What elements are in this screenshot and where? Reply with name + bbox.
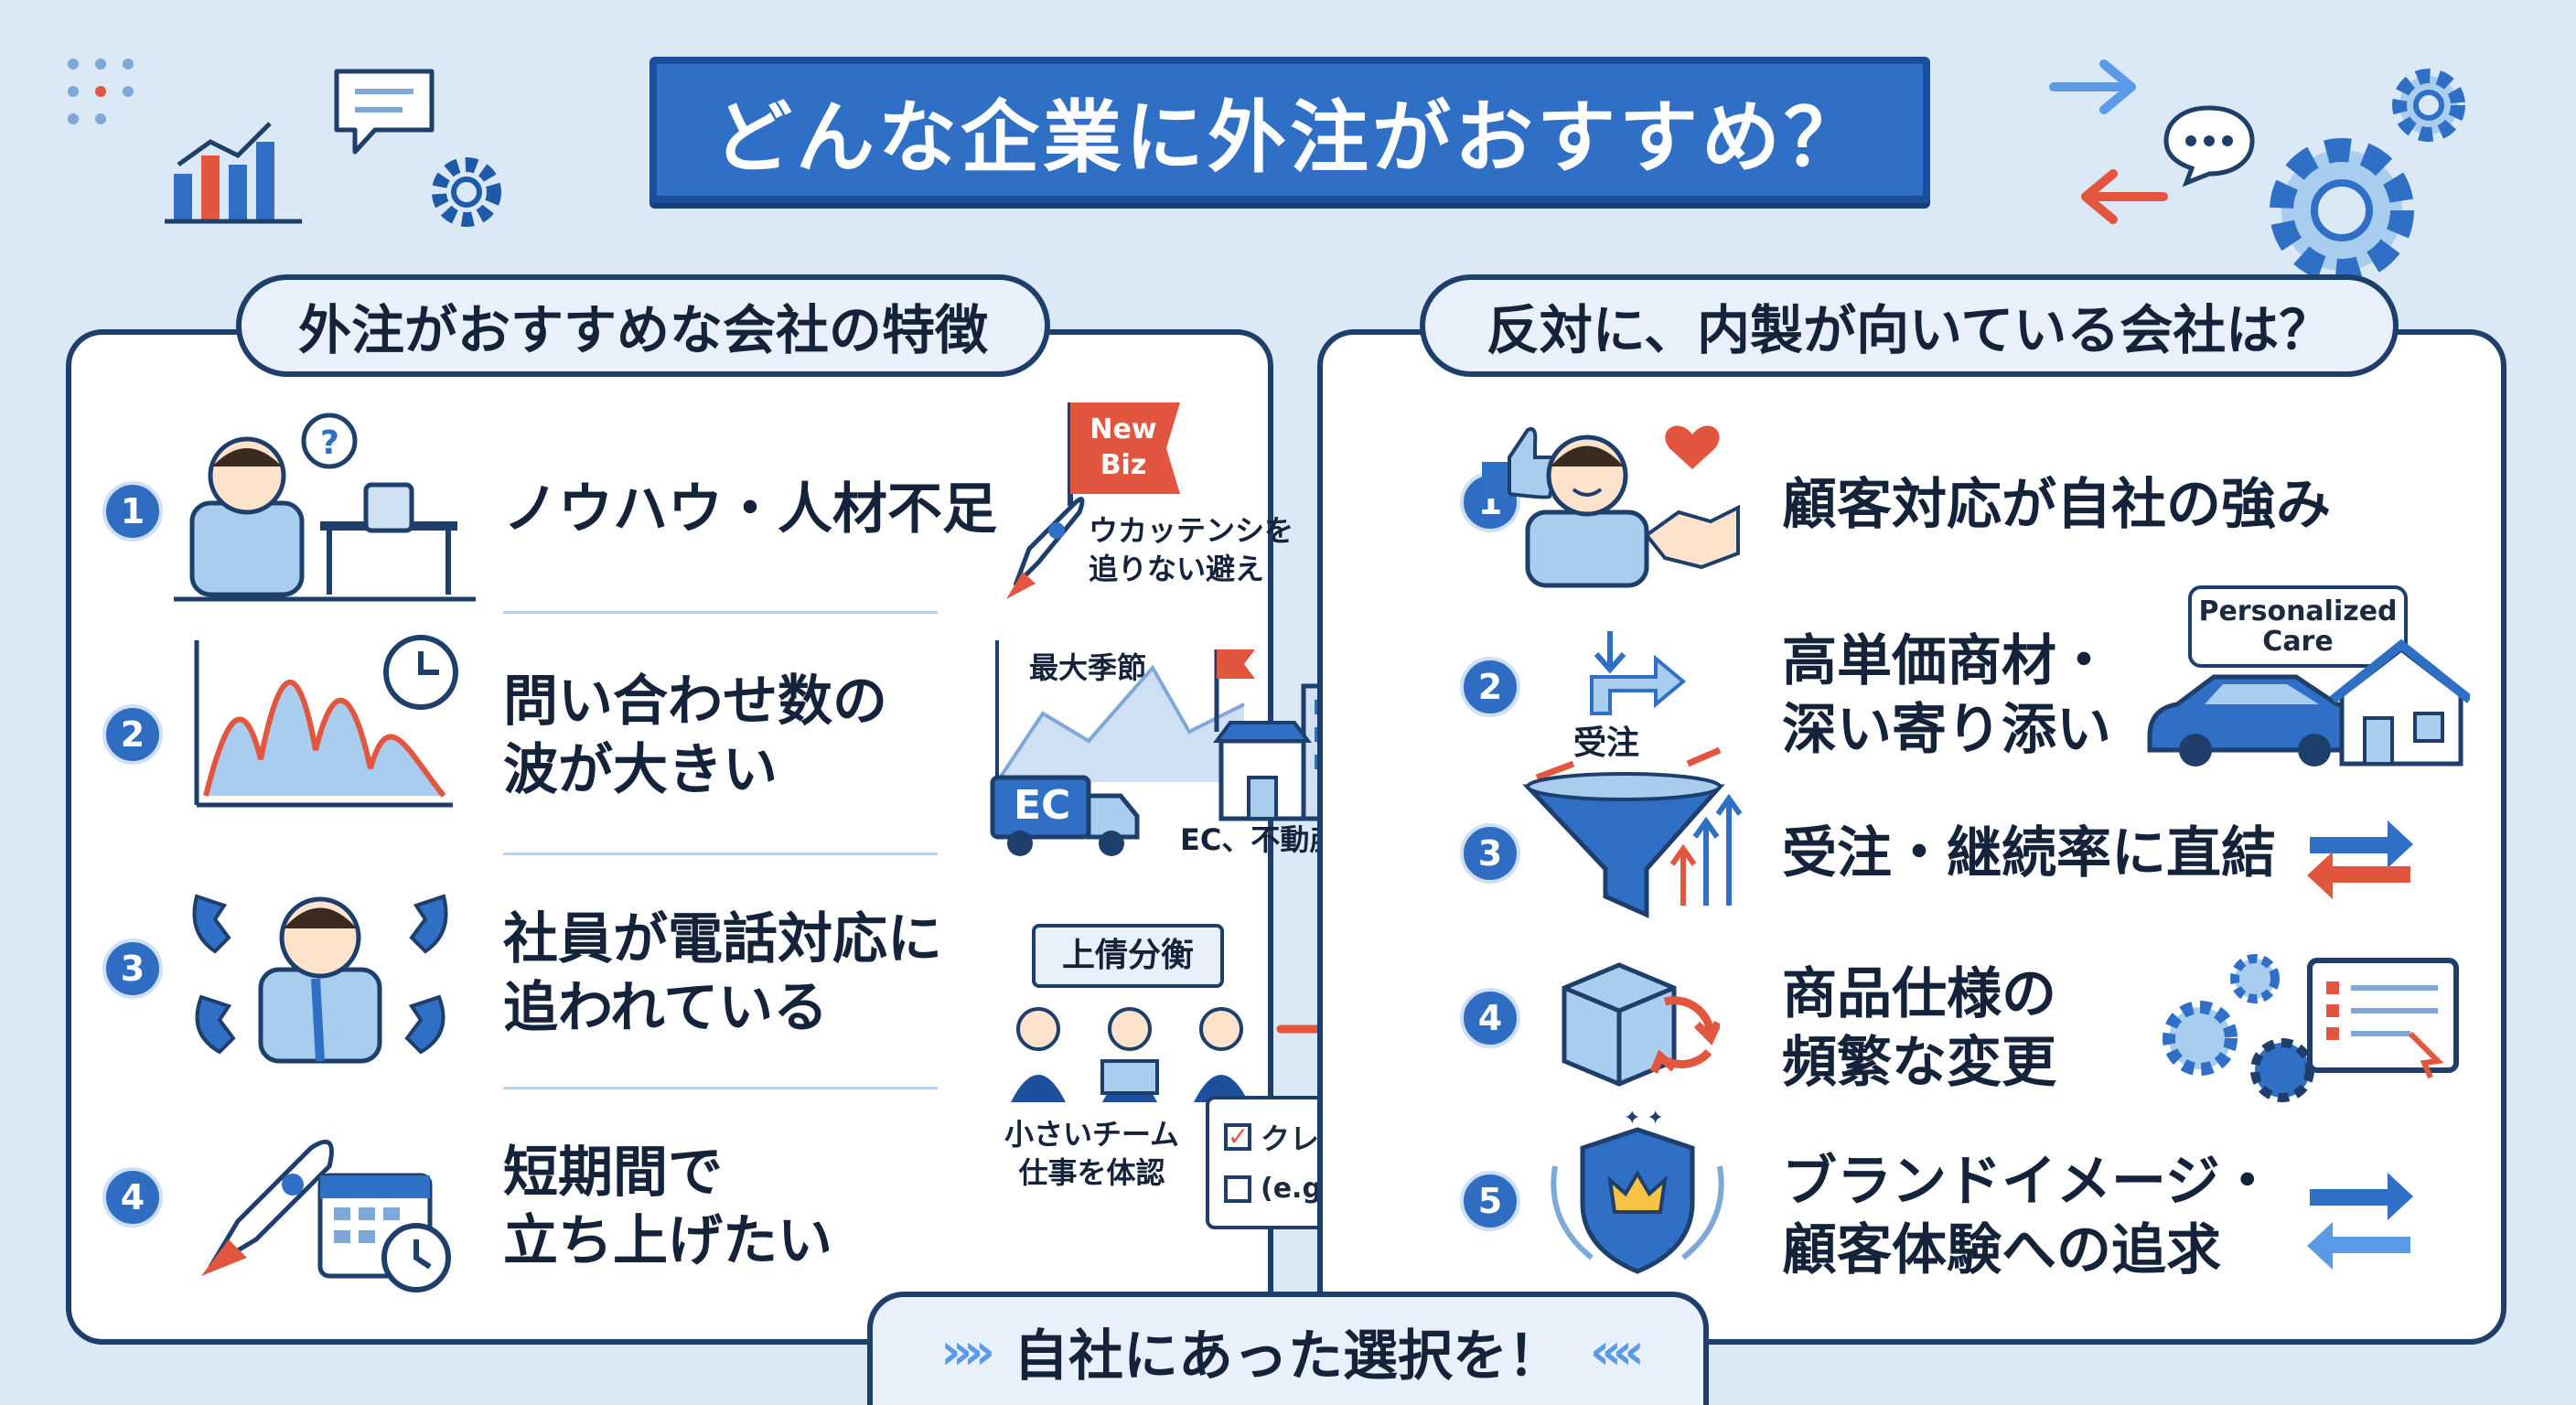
arrow-right-icon [2049, 59, 2136, 114]
left-item-text-4-line-2: 立ち上げたい [503, 1209, 832, 1273]
left-item-text-3-line-1: 社員が電話対応に [503, 907, 942, 971]
flag-line-1: New [1089, 413, 1157, 445]
left-divider-1 [503, 611, 938, 614]
left-item-number-4: 4 [102, 1167, 163, 1228]
car-house-icon [2147, 638, 2470, 767]
right-item-text-4-line-1: 商品仕様の [1782, 962, 2056, 1026]
right-item-text-2-line-1: 高単価商材・ [1782, 629, 2111, 693]
wave-chart-icon [194, 635, 458, 808]
swap-arrows-blue-icon [2307, 1173, 2413, 1270]
personalized-care-bubble: Personalized Care [2188, 585, 2408, 668]
gear-icon [432, 157, 501, 227]
bar-chart-icon [165, 122, 302, 224]
peak-mountain-chart-icon [995, 640, 1255, 784]
chat-dots-icon [2163, 105, 2255, 188]
rocket-calendar-icon [201, 1139, 451, 1292]
funnel-order-label: 受注 [1573, 724, 1640, 762]
new-biz-flag-label: New Biz [1078, 412, 1169, 483]
right-panel-label: 反対に、内製が向いている会社は？ [1420, 274, 2399, 377]
right-item-text-5: ブランドイメージ・ 顧客体験への追求 [1782, 1148, 2275, 1285]
left-item-text-3-line-2: 追われている [503, 976, 829, 1040]
left-item-number-1: 1 [102, 481, 163, 542]
bottom-banner-text: 自社にあった選択を！ [1014, 1324, 1562, 1389]
chevron-right-icon: »» [940, 1322, 995, 1380]
gear-small-icon [2392, 69, 2465, 142]
right-item-text-5-line-2: 顧客体験への追求 [1782, 1218, 2221, 1282]
team-caption-line-2: 仕事を体認 [1018, 1154, 1165, 1190]
left-item-text-4-line-1: 短期間で [503, 1141, 723, 1205]
busy-phone-worker-icon [192, 894, 448, 1064]
right-item-text-2: 高単価商材・ 深い寄り添い [1782, 627, 2111, 765]
right-item-text-1: 顧客対応が自社の強み [1782, 473, 2331, 537]
rocket-icon [1006, 497, 1085, 599]
svg-text:✦ ✦: ✦ ✦ [1624, 1111, 1664, 1130]
bottom-banner: »» 自社にあった選択を！ «« [867, 1292, 1709, 1405]
left-item-text-3: 社員が電話対応に 追われている [503, 906, 942, 1043]
right-item-text-2-line-2: 深い寄り添い [1782, 698, 2111, 762]
gear-large-icon [2270, 138, 2414, 283]
svg-text:?: ? [320, 424, 339, 462]
smiling-handshake-icon [1482, 425, 1740, 588]
chat-bubble-icon [334, 69, 435, 155]
right-item-number-4: 4 [1460, 988, 1520, 1048]
truck-ec-label: EC [1014, 782, 1071, 829]
chevron-left-icon: «« [1590, 1322, 1645, 1380]
gears-screen-icon [2163, 954, 2459, 1102]
rocket-caption: ウカッテンシを 追りない避え [1089, 512, 1293, 588]
delivery-truck-icon [990, 775, 1140, 856]
new-biz-flag-icon [1068, 402, 1180, 506]
arrow-left-icon [2081, 169, 2168, 224]
turn-arrows-icon [1590, 631, 1687, 715]
bubble-line-1: Personalized [2198, 595, 2398, 627]
flag-line-2: Biz [1100, 449, 1147, 481]
left-item-number-3: 3 [102, 938, 163, 999]
right-item-text-4: 商品仕様の 頻繁な変更 [1782, 960, 2056, 1098]
right-item-number-3: 3 [1460, 823, 1520, 884]
team-caption-line-1: 小さいチーム [1004, 1117, 1180, 1152]
left-divider-3 [503, 1087, 938, 1089]
rocket-caption-line-1: ウカッテンシを [1089, 513, 1294, 548]
left-item-text-2-line-2: 波が大きい [503, 738, 778, 802]
left-panel-label: 外注がおすすめな会社の特徴 [236, 274, 1050, 377]
right-item-text-3: 受注・継続率に直結 [1782, 821, 2276, 885]
page-title: どんな企業に外注がおすすめ？ [714, 91, 1866, 184]
sales-funnel-icon [1522, 746, 1743, 918]
team-members-icon [1011, 1007, 1249, 1102]
rocket-caption-line-2: 追りない避え [1089, 551, 1265, 586]
right-item-text-4-line-2: 頻繁な変更 [1782, 1031, 2056, 1095]
team-sign: 上倩分衡 [1032, 924, 1224, 988]
decor-dots-icon [68, 59, 134, 124]
team-caption: 小さいチーム 仕事を体認 [1004, 1116, 1179, 1192]
peak-season-label: 最大季節 [1029, 650, 1147, 685]
left-divider-2 [503, 853, 938, 855]
left-item-text-1: ノウハウ・人材不足 [503, 477, 997, 542]
right-item-text-5-line-1: ブランドイメージ・ [1782, 1150, 2275, 1214]
empty-box-icon [1224, 1174, 1251, 1203]
right-item-number-2: 2 [1460, 657, 1520, 717]
left-item-number-2: 2 [102, 704, 163, 765]
confused-worker-icon: ? [174, 413, 476, 602]
brand-shield-crown-icon: ✦ ✦ [1551, 1111, 1724, 1274]
box-refresh-icon [1562, 962, 1720, 1087]
bubble-line-2: Care [2262, 626, 2334, 658]
checked-box-icon: ✓ [1224, 1123, 1251, 1151]
left-item-text-2: 問い合わせ数の 波が大きい [503, 668, 887, 805]
title-ribbon: どんな企業に外注がおすすめ？ [649, 57, 1930, 203]
left-item-text-4: 短期間で 立ち上げたい [503, 1139, 832, 1276]
left-item-text-2-line-1: 問い合わせ数の [503, 670, 887, 734]
right-item-number-5: 5 [1460, 1171, 1520, 1231]
swap-arrows-red-icon [2307, 820, 2413, 899]
